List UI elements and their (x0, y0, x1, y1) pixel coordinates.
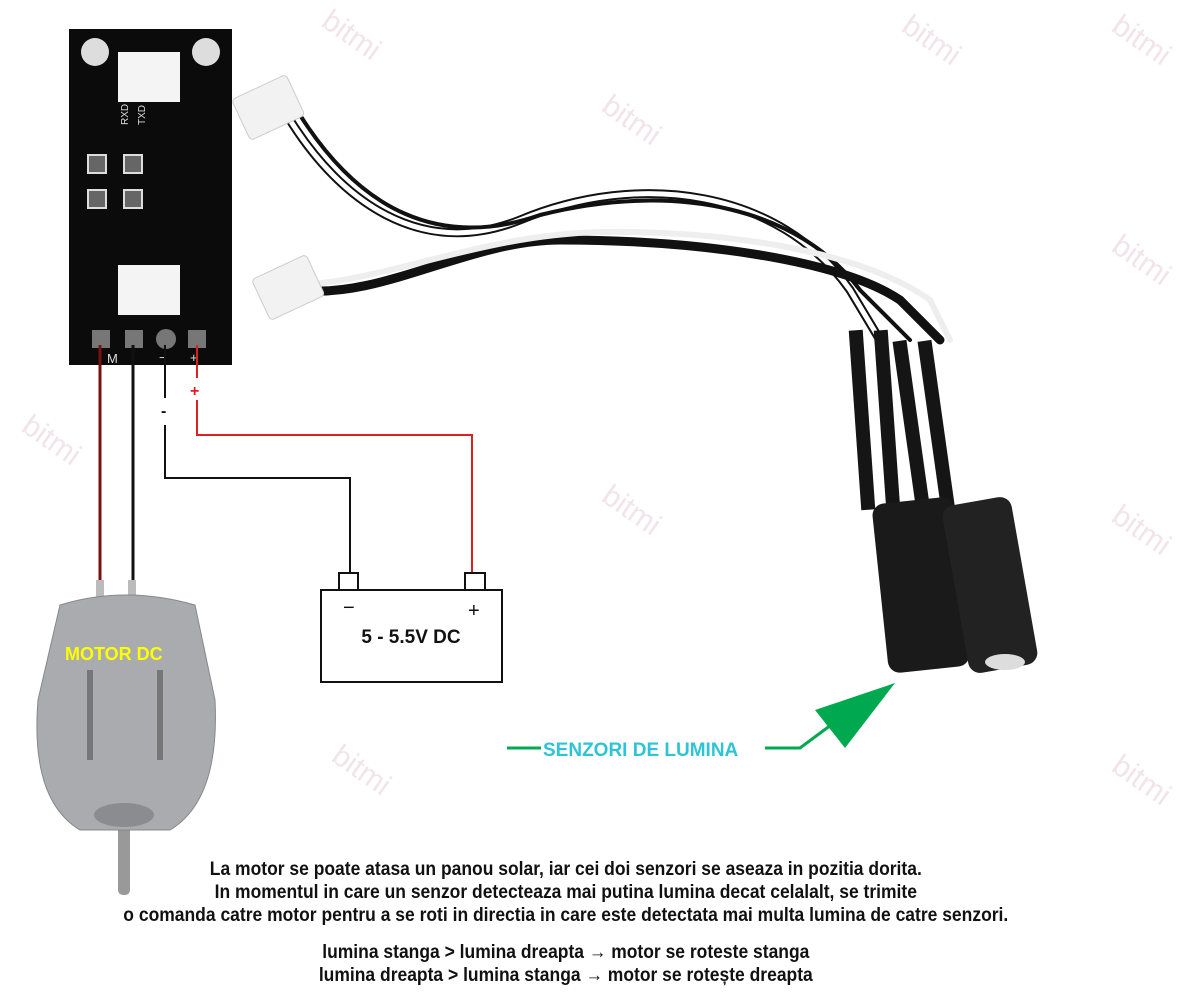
minus-wire-label: - (161, 403, 166, 420)
watermark-text: bitmi (1106, 499, 1177, 562)
watermark-text: bitmi (596, 89, 667, 152)
description-line: In momentul in care un senzor detecteaza… (214, 882, 917, 903)
watermark-text: bitmi (1106, 229, 1177, 292)
battery-minus: − (343, 597, 355, 619)
description-line: La motor se poate atasa un panou solar, … (209, 859, 922, 880)
watermark-text: bitmi (896, 9, 967, 72)
description-text: La motor se poate atasa un panou solar, … (0, 858, 1132, 927)
jst-connector-bottom (252, 255, 325, 320)
description-line: o comanda catre motor pentru a se roti i… (123, 905, 1009, 926)
wiring (98, 345, 473, 582)
rule-line: lumina dreapta > lumina stanga → motor s… (318, 965, 813, 986)
battery (320, 572, 503, 683)
plus-wire-label: + (190, 383, 199, 400)
dc-motor (36, 580, 216, 895)
watermark-text: bitmi (1106, 749, 1177, 812)
motor-label: MOTOR DC (65, 644, 163, 664)
txd-label: TXD (137, 105, 148, 125)
rxd-label: RXD (120, 104, 131, 125)
watermark-text: bitmi (16, 409, 87, 472)
minus-pin-label: − (159, 350, 167, 365)
rules-text: lumina stanga > lumina dreapta → motor s… (0, 941, 1132, 987)
light-sensors (848, 329, 1038, 673)
watermark-text: bitmi (1106, 9, 1177, 72)
jst-connector-top (232, 75, 305, 140)
sensors-label: SENZORI DE LUMINA (543, 740, 739, 761)
watermark-text: bitmi (596, 479, 667, 542)
sensor-cables (285, 113, 953, 345)
controller-board: RXD TXD M − + (69, 29, 232, 366)
battery-plus: + (468, 600, 480, 622)
sensor-pointer-arrow (507, 683, 895, 750)
battery-voltage-label: 5 - 5.5V DC (361, 627, 461, 648)
rule-line: lumina stanga > lumina dreapta → motor s… (322, 942, 810, 963)
watermark-text: bitmi (316, 4, 387, 67)
plus-pin-label: + (190, 350, 198, 365)
watermark-text: bitmi (326, 739, 397, 802)
motor-pin-label: M (107, 351, 118, 366)
